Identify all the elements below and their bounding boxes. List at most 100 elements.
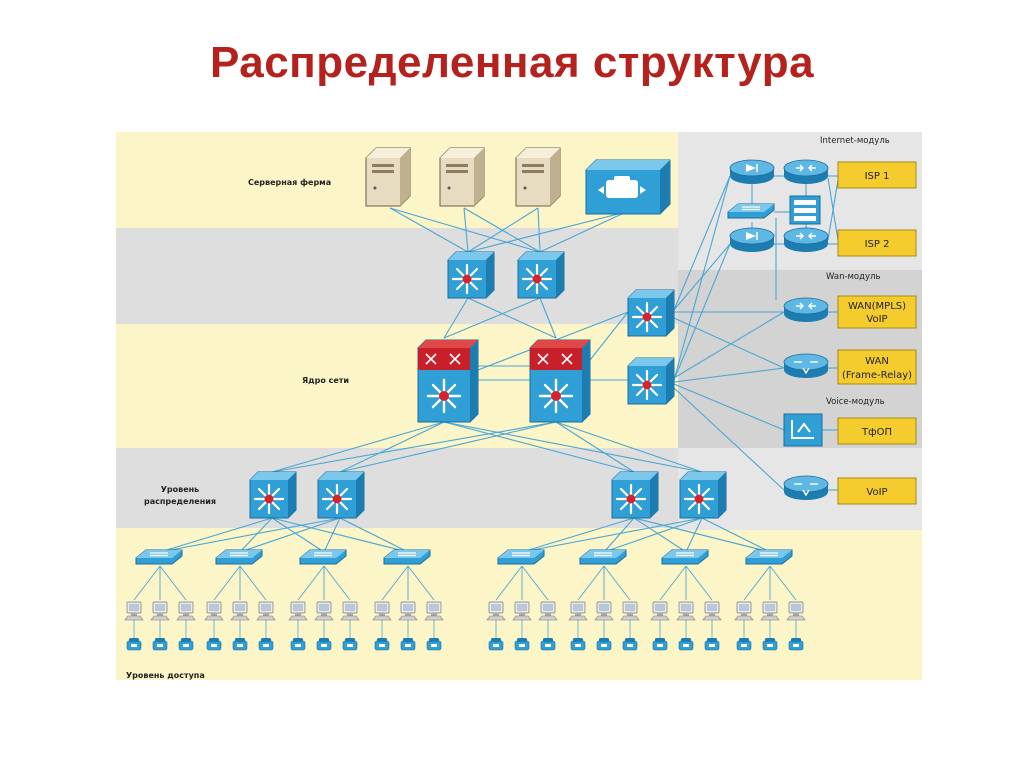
service-box-isp-1: ISP 1	[837, 161, 917, 189]
workgroup-switch-icon	[579, 549, 627, 565]
svg-text:WAN: WAN	[865, 356, 889, 367]
module-label-internet: Internet-модуль	[820, 136, 890, 146]
band-label-distribution-1: Уровень	[161, 485, 199, 494]
workstation-icon	[398, 601, 418, 621]
workstation-icon	[568, 601, 588, 621]
voice-router-icon	[783, 353, 829, 379]
ip-phone-icon	[622, 637, 638, 651]
router-icon	[783, 159, 829, 185]
ip-phone-icon	[342, 637, 358, 651]
multilayer-switch-icon	[516, 250, 566, 300]
core-switch-icon	[417, 339, 479, 423]
server-icon	[515, 147, 561, 207]
firewall-icon	[729, 227, 775, 253]
workstation-icon	[676, 601, 696, 621]
access-link	[743, 565, 771, 601]
workstation-icon	[760, 601, 780, 621]
workgroup-switch-icon	[727, 203, 775, 219]
router-icon	[783, 297, 829, 323]
firewall-icon	[729, 159, 775, 185]
workstation-icon	[124, 601, 144, 621]
voice-gateway-icon	[783, 413, 823, 447]
workstation-icon	[486, 601, 506, 621]
module-label-voice: Voice-модуль	[826, 397, 885, 407]
ip-phone-icon	[178, 637, 194, 651]
ip-phone-icon	[232, 637, 248, 651]
multilayer-switch-icon	[610, 470, 660, 520]
workstation-icon	[340, 601, 360, 621]
workgroup-switch-icon	[299, 549, 347, 565]
svg-text:(Frame-Relay): (Frame-Relay)	[842, 370, 912, 381]
workstation-icon	[288, 601, 308, 621]
workstation-icon	[150, 601, 170, 621]
service-box-wan-mpls: WAN(MPLS) VoIP	[837, 295, 917, 329]
ip-phone-icon	[704, 637, 720, 651]
service-box-pstn: ТфОП	[837, 417, 917, 445]
server-stack-icon	[789, 195, 821, 225]
multilayer-switch-icon	[446, 250, 496, 300]
access-link	[159, 565, 187, 601]
service-box-voip: VoIP	[837, 477, 917, 505]
ip-phone-icon	[290, 637, 306, 651]
ip-phone-icon	[788, 637, 804, 651]
service-box-wan-frame-relay: WAN (Frame-Relay)	[837, 349, 917, 385]
workstation-icon	[230, 601, 250, 621]
multilayer-switch-icon	[316, 470, 366, 520]
workgroup-switch-icon	[383, 549, 431, 565]
workstation-icon	[512, 601, 532, 621]
ip-phone-icon	[762, 637, 778, 651]
ip-phone-icon	[126, 637, 142, 651]
server-icon	[365, 147, 411, 207]
core-switch-icon	[529, 339, 591, 423]
access-link	[213, 565, 241, 601]
svg-text:VoIP: VoIP	[866, 314, 887, 325]
workstation-icon	[702, 601, 722, 621]
workgroup-switch-icon	[661, 549, 709, 565]
access-link	[769, 565, 797, 601]
band-label-server-farm: Серверная ферма	[248, 178, 331, 187]
ip-phone-icon	[152, 637, 168, 651]
access-link	[239, 565, 267, 601]
ip-phone-icon	[400, 637, 416, 651]
workstation-icon	[256, 601, 276, 621]
ip-phone-icon	[488, 637, 504, 651]
access-link	[659, 565, 687, 601]
svg-text:ТфОП: ТфОП	[861, 427, 892, 438]
access-link	[603, 565, 631, 601]
access-link	[495, 565, 523, 601]
multilayer-switch-icon	[678, 470, 728, 520]
ip-phone-icon	[206, 637, 222, 651]
band-label-distribution-2: распределения	[144, 497, 216, 506]
workstation-icon	[424, 601, 444, 621]
workgroup-switch-icon	[497, 549, 545, 565]
access-link	[323, 565, 351, 601]
access-link	[521, 565, 549, 601]
workstation-icon	[650, 601, 670, 621]
workstation-icon	[372, 601, 392, 621]
ip-phone-icon	[736, 637, 752, 651]
ip-phone-icon	[258, 637, 274, 651]
ip-phone-icon	[652, 637, 668, 651]
band-label-core: Ядро сети	[302, 376, 349, 385]
workstation-icon	[176, 601, 196, 621]
workstation-icon	[620, 601, 640, 621]
ip-phone-icon	[540, 637, 556, 651]
workgroup-switch-icon	[135, 549, 183, 565]
svg-text:ISP 2: ISP 2	[865, 239, 890, 250]
service-box-isp-2: ISP 2	[837, 229, 917, 257]
voice-router-icon	[783, 475, 829, 501]
links	[159, 175, 839, 553]
access-link	[577, 565, 605, 601]
ip-phone-icon	[426, 637, 442, 651]
access-link	[133, 565, 161, 601]
svg-text:ISP 1: ISP 1	[865, 171, 890, 182]
ip-phone-icon	[678, 637, 694, 651]
ip-phone-icon	[374, 637, 390, 651]
workgroup-switch-icon	[215, 549, 263, 565]
ip-phone-icon	[596, 637, 612, 651]
module-label-wan: Wan-модуль	[826, 272, 881, 282]
server-icon	[439, 147, 485, 207]
workstation-icon	[786, 601, 806, 621]
workstation-icon	[594, 601, 614, 621]
